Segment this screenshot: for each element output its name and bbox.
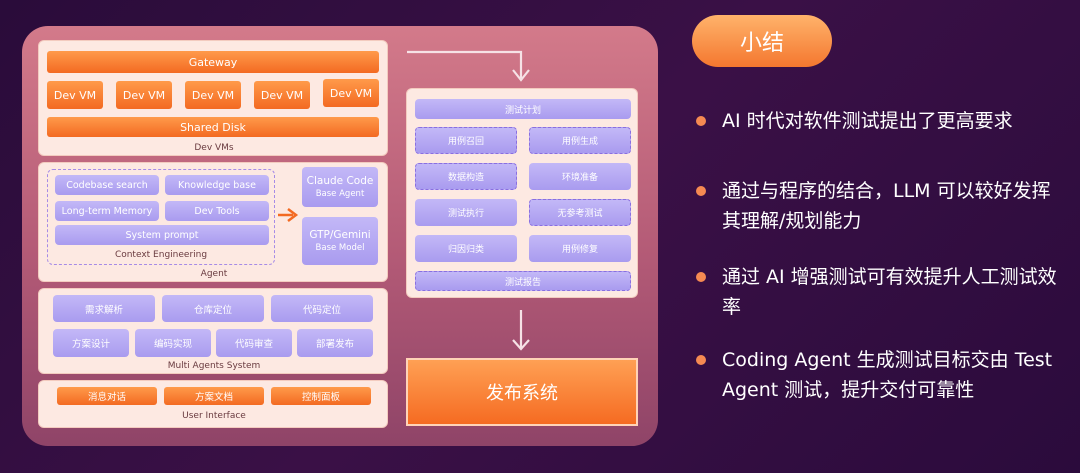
test-report-box: 测试报告 (415, 271, 631, 291)
test-plan-box: 测试计划 (415, 99, 631, 119)
knowledge-base-box: Knowledge base (165, 175, 269, 195)
multi-agent-box-5: 编码实现 (135, 329, 211, 357)
agent-caption: Agent (200, 269, 228, 279)
gtp-gemini-box: GTP/Gemini Base Model (302, 217, 378, 265)
shared-disk-bar: Shared Disk (47, 117, 379, 137)
test-panel: 测试计划 用例召回 用例生成 数据构造 环境准备 测试执行 无参考测试 归因归类… (406, 88, 638, 298)
test-step-6: 无参考测试 (529, 199, 631, 226)
multi-agent-box-1: 需求解析 (53, 295, 155, 322)
long-term-memory-box: Long-term Memory (55, 201, 159, 221)
multi-agents-caption: Multi Agents System (167, 361, 261, 371)
test-step-5: 测试执行 (415, 199, 517, 226)
summary-bullet-4: Coding Agent 生成测试目标交由 Test Agent 测试，提升交付… (722, 349, 1053, 401)
architecture-stack: Gateway Dev VM Dev VM Dev VM Dev VM Dev … (38, 40, 388, 430)
claude-code-name: Claude Code (306, 175, 374, 187)
summary-bullet-1: AI 时代对软件测试提出了更高要求 (722, 110, 1013, 132)
agent-section: Codebase search Knowledge base Long-term… (38, 162, 388, 282)
test-step-4: 环境准备 (529, 163, 631, 190)
flow-arrow-down-icon (512, 310, 530, 351)
ui-item-3: 控制面板 (271, 387, 371, 405)
bullet-dot-3 (696, 272, 706, 282)
summary-title: 小结 (692, 15, 832, 67)
test-step-8: 用例修复 (529, 235, 631, 262)
dev-vm-3: Dev VM (185, 81, 241, 109)
claude-code-box: Claude Code Base Agent (302, 167, 378, 207)
multi-agent-box-3: 代码定位 (271, 295, 373, 322)
dev-vms-section: Gateway Dev VM Dev VM Dev VM Dev VM Dev … (38, 40, 388, 156)
agent-arrow-icon (278, 208, 299, 222)
codebase-search-box: Codebase search (55, 175, 159, 195)
user-interface-caption: User Interface (182, 411, 246, 421)
claude-code-sub: Base Agent (315, 189, 365, 199)
flow-arrow-top-icon (407, 50, 530, 82)
test-step-3: 数据构造 (415, 163, 517, 190)
bullet-dot-1 (696, 116, 706, 126)
dev-vm-2: Dev VM (116, 81, 172, 109)
dev-vm-1: Dev VM (47, 81, 103, 109)
multi-agents-section: 需求解析 仓库定位 代码定位 方案设计 编码实现 代码审查 部署发布 Multi… (38, 288, 388, 374)
test-step-7: 归因归类 (415, 235, 517, 262)
ui-item-1: 消息对话 (57, 387, 157, 405)
dev-vms-caption: Dev VMs (194, 143, 234, 153)
summary-bullet-2: 通过与程序的结合，LLM 可以较好发挥其理解/规划能力 (722, 180, 1051, 232)
multi-agent-box-4: 方案设计 (53, 329, 129, 357)
bullet-dot-4 (696, 355, 706, 365)
dev-tools-box: Dev Tools (165, 201, 269, 221)
system-prompt-box: System prompt (55, 225, 269, 245)
gtp-gemini-sub: Base Model (315, 243, 365, 253)
multi-agent-box-7: 部署发布 (297, 329, 373, 357)
context-engineering-box (47, 169, 275, 265)
release-system-box: 发布系统 (406, 358, 638, 426)
multi-agent-box-6: 代码审查 (216, 329, 292, 357)
gateway-bar: Gateway (47, 51, 379, 73)
bullet-dot-2 (696, 186, 706, 196)
gtp-gemini-name: GTP/Gemini (309, 229, 371, 241)
test-step-1: 用例召回 (415, 127, 517, 154)
multi-agent-box-2: 仓库定位 (162, 295, 264, 322)
summary-bullet-3: 通过 AI 增强测试可有效提升人工测试效率 (722, 266, 1057, 318)
user-interface-section: 消息对话 方案文档 控制面板 User Interface (38, 380, 388, 428)
context-engineering-caption: Context Engineering (114, 250, 208, 260)
test-step-2: 用例生成 (529, 127, 631, 154)
ui-item-2: 方案文档 (164, 387, 264, 405)
dev-vm-5: Dev VM (323, 79, 379, 107)
dev-vm-4: Dev VM (254, 81, 310, 109)
